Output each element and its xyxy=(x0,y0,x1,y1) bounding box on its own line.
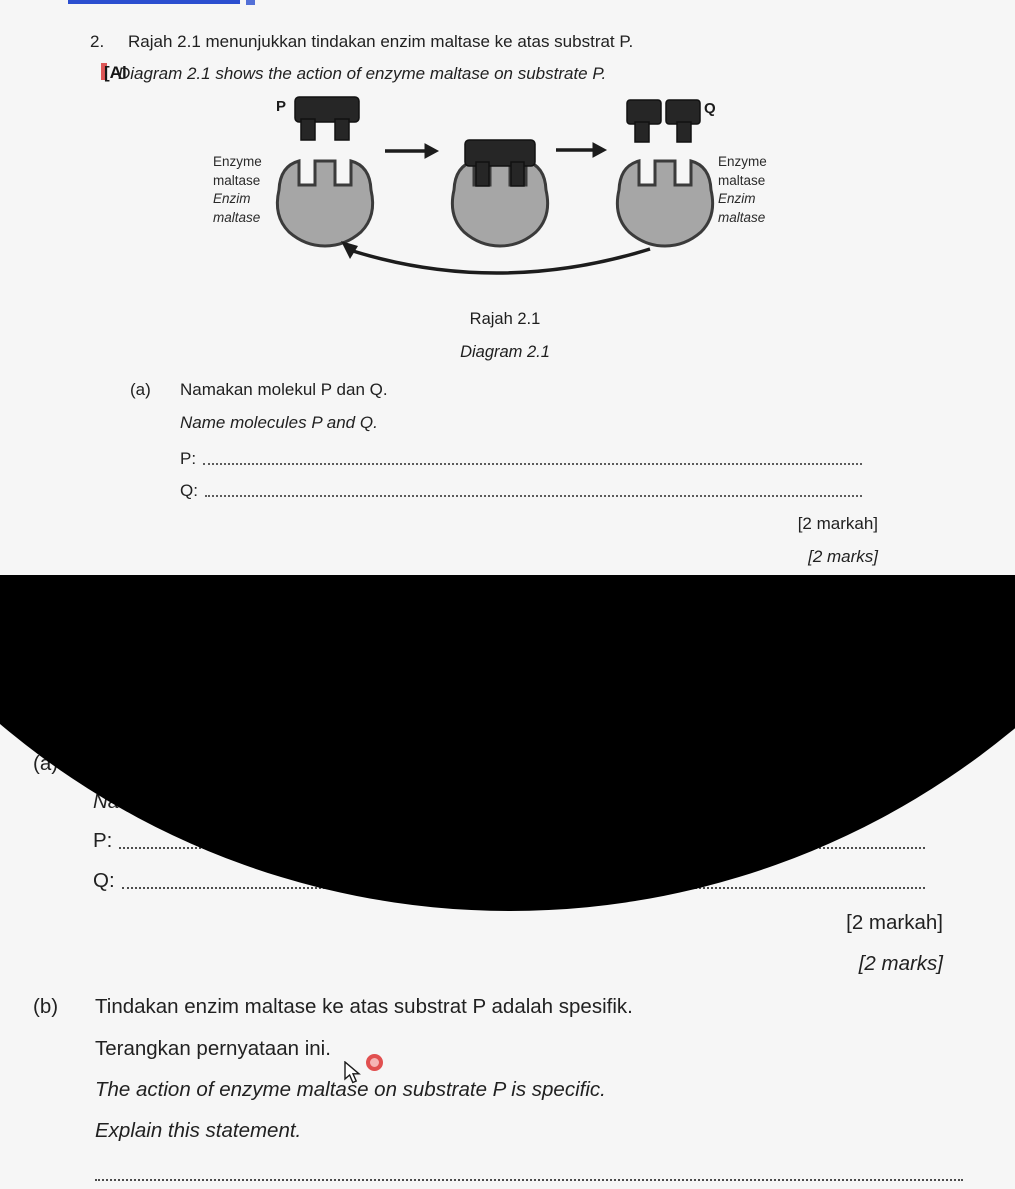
enzyme-substrate-complex-shape xyxy=(464,139,536,187)
part-a-label: (a) xyxy=(130,380,151,399)
enzyme-label-left-en2: maltase xyxy=(213,172,261,188)
enzyme-diagram xyxy=(275,96,715,275)
enzyme-label-right-ms1: Enzim xyxy=(718,191,756,206)
enzyme-label-left: Enzyme maltase Enzim maltase xyxy=(213,153,281,227)
red-annotation-mark xyxy=(101,63,107,80)
answer-p-dotted-line xyxy=(203,463,862,465)
annotation-artifact-text: [Al xyxy=(104,63,127,82)
part-a-marks-malay: [2 markah] xyxy=(797,514,878,533)
answer-q-zoomed-label: Q: xyxy=(93,869,115,892)
question-intro-malay: Rajah 2.1 menunjukkan tindakan enzim mal… xyxy=(128,32,634,51)
part-b-prompt-malay-1: Tindakan enzim maltase ke atas substrat … xyxy=(95,995,633,1018)
part-a-prompt-english: Name molecules P and Q. xyxy=(180,413,378,432)
product-q-label: Q xyxy=(704,100,716,117)
enzyme-shape-right xyxy=(615,159,715,248)
part-a-zoomed-marks-english: [2 marks] xyxy=(858,952,943,975)
part-a-prompt-malay: Namakan molekul P dan Q. xyxy=(180,380,388,399)
part-b-prompt-english-1: The action of enzyme maltase on substrat… xyxy=(95,1078,606,1101)
enzyme-label-right-en2: maltase xyxy=(718,172,766,188)
enzyme-label-left-ms1: Enzim xyxy=(213,191,251,206)
answer-q-label: Q: xyxy=(180,481,198,500)
enzyme-label-right: Enzyme maltase Enzim maltase xyxy=(718,153,786,227)
black-circle-overlay xyxy=(0,577,1015,915)
answer-line-p: P: xyxy=(180,448,862,469)
answer-line-q: Q: xyxy=(180,480,862,501)
question-number: 2. xyxy=(90,32,105,51)
part-b-prompt-english-2: Explain this statement. xyxy=(95,1119,302,1142)
mouse-cursor-icon xyxy=(344,1061,361,1084)
part-b-prompt-malay-2: Terangkan pernyataan ini. xyxy=(95,1037,331,1060)
enzyme-label-right-ms2: maltase xyxy=(718,209,766,225)
part-b-label: (b) xyxy=(33,995,59,1018)
product-q-shapes xyxy=(626,99,701,143)
enzyme-label-right-en1: Enzyme xyxy=(718,154,767,169)
reaction-arrow-2 xyxy=(556,142,608,158)
clipped-link-fragment[interactable] xyxy=(246,0,255,5)
clipped-link-underline[interactable] xyxy=(68,0,240,4)
click-indicator-dot xyxy=(366,1054,383,1071)
answer-p-zoomed-label: P: xyxy=(93,829,113,852)
substrate-p-shape xyxy=(294,96,360,141)
enzyme-shape-middle xyxy=(450,159,550,248)
black-circle xyxy=(0,577,1015,911)
substrate-p-label: P xyxy=(276,98,287,115)
enzyme-label-left-en1: Enzyme xyxy=(213,154,262,169)
enzyme-shape-left xyxy=(275,159,375,248)
part-a-marks-english: [2 marks] xyxy=(808,547,878,566)
part-b-answer-dotted-line xyxy=(95,1163,963,1181)
diagram-caption-malay: Rajah 2.1 xyxy=(469,310,541,328)
enzyme-label-left-ms2: maltase xyxy=(213,209,261,225)
enzyme-recycle-arrow xyxy=(341,241,651,275)
answer-p-label: P: xyxy=(180,449,197,468)
answer-q-dotted-line xyxy=(204,495,862,497)
reaction-arrow-1 xyxy=(385,143,440,159)
part-a-zoomed-marks-malay: [2 markah] xyxy=(846,911,943,934)
diagram-caption-english: Diagram 2.1 xyxy=(460,343,550,361)
question-intro-english: Diagram 2.1 shows the action of enzyme m… xyxy=(118,64,607,83)
